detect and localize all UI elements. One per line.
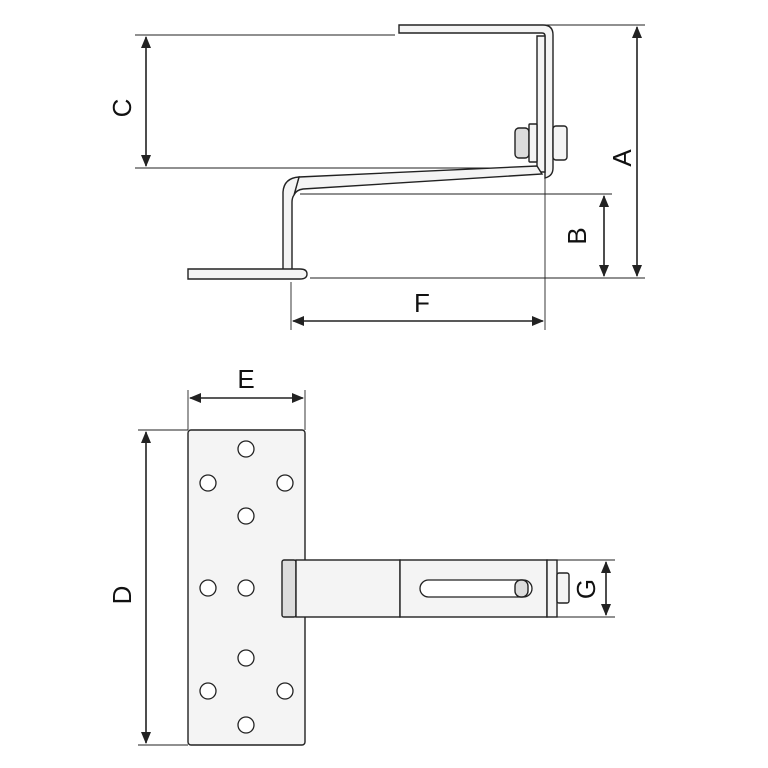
mounting-hole [237, 579, 255, 597]
hook-vertical-plate [536, 35, 546, 173]
bolt-head [514, 127, 530, 159]
label-f: F [414, 288, 430, 318]
side-view: C A B F [107, 24, 645, 330]
slot-bolt-head [514, 579, 529, 598]
vertical-leg [282, 176, 300, 271]
label-g: G [571, 579, 601, 599]
mounting-hole [237, 440, 255, 458]
label-c: C [107, 99, 137, 118]
mounting-hole [237, 716, 255, 734]
hook-edge-top [546, 559, 558, 618]
base-flange [187, 268, 308, 280]
label-a: A [607, 149, 637, 167]
bolt-nut [552, 125, 568, 161]
mounting-hole [237, 649, 255, 667]
mounting-hole [276, 474, 294, 492]
label-b: B [562, 227, 592, 244]
adjustment-slot [419, 579, 533, 598]
arm-top [295, 559, 401, 618]
hook-top-flange [398, 24, 554, 179]
bolt-nut-top [556, 572, 570, 604]
sloped-arm [293, 165, 544, 196]
bolt-washer [528, 123, 538, 163]
label-d: D [107, 586, 137, 605]
mounting-hole [199, 682, 217, 700]
mounting-hole [199, 579, 217, 597]
mounting-hole [237, 507, 255, 525]
arm-bend-edge [281, 559, 297, 618]
label-e: E [237, 364, 254, 394]
mounting-hole [276, 682, 294, 700]
top-view: E D G [107, 364, 615, 746]
mounting-hole [199, 474, 217, 492]
